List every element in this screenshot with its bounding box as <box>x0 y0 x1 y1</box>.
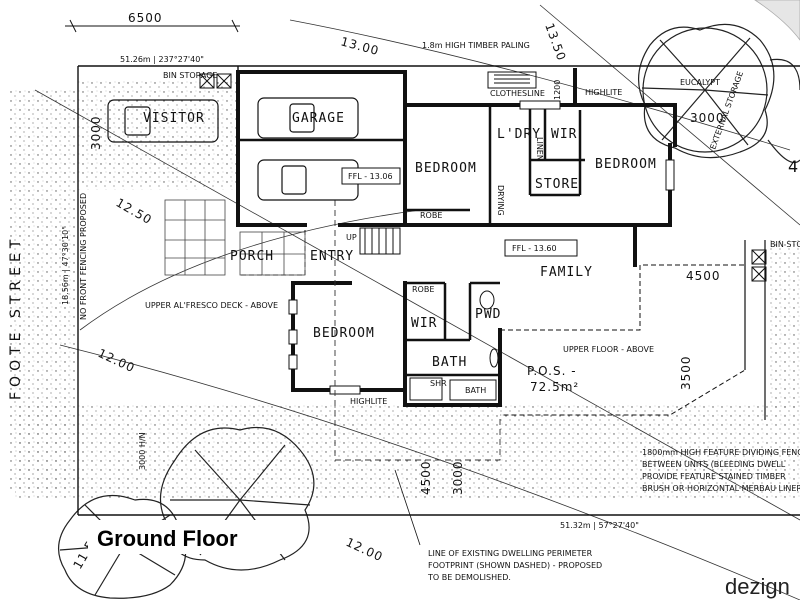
porch-paving <box>164 199 306 276</box>
car-visitor <box>107 99 219 143</box>
contour-12-00-left: 12.00 <box>96 346 138 375</box>
dwelling-note-line-1: LINE OF EXISTING DWELLING PERIMETER <box>428 549 593 558</box>
dimension-top <box>65 19 240 33</box>
street-name-label: FOOTE STREET <box>8 235 24 400</box>
unit-right-label: 4 <box>788 157 799 176</box>
dimension-4500-right: 4500 <box>686 269 721 283</box>
wir-lower-robe-label: ROBE <box>412 285 434 294</box>
shower-label: SHR <box>430 379 447 388</box>
bath-fixtures <box>409 290 499 401</box>
no-fencing-note: NO FRONT FENCING PROPOSED <box>79 193 88 320</box>
dimension-6500-label: 6500 <box>128 11 163 25</box>
car-garage-upper <box>257 97 359 139</box>
dimension-1200: 1200 <box>553 80 562 100</box>
alfresco-note: UPPER AL'FRESCO DECK - ABOVE <box>145 301 278 310</box>
clothesline <box>487 71 537 89</box>
existing-dwelling-outline <box>334 200 501 461</box>
bath-fixture-label: BATH <box>465 386 486 395</box>
stair <box>359 227 401 255</box>
contour-13-50: 13.50 <box>542 21 569 63</box>
dimension-3000-hn: 3000 H/N <box>138 432 147 470</box>
dimension-3000-bottom: 3000 <box>451 460 465 495</box>
highlite-bottom-label: HIGHLITE <box>350 397 387 406</box>
contour-lines <box>34 4 800 600</box>
eucalypt-label: EUCALYPT <box>680 78 720 87</box>
room-label-visitor: VISITOR <box>143 111 205 126</box>
contour-12-50: 12.50 <box>114 195 155 227</box>
ffl-family-label: FFL - 13.60 <box>512 244 557 253</box>
page-curl-corner <box>754 0 800 41</box>
contour-12-00-bottom: 12.00 <box>344 535 386 564</box>
linen-label: LINEN <box>535 137 544 161</box>
dimension-3000-left: 3000 <box>89 115 103 150</box>
ffl-family-box <box>504 239 578 257</box>
dwelling-note-line-3: TO BE DEMOLISHED. <box>427 573 511 582</box>
room-label-pwd: PWD <box>475 307 501 322</box>
dimension-3000-right: 3000 <box>690 111 725 125</box>
dividing-fence <box>744 240 766 420</box>
room-label-garage: GARAGE <box>292 111 345 126</box>
fence-note-line-4: BRUSH OR HORIZONTAL MERBAU LINER <box>642 484 800 493</box>
room-label-wir-upper: WIR <box>551 127 577 142</box>
room-label-bedroom-left: BEDROOM <box>415 161 477 176</box>
dwelling-note-leader <box>394 469 421 546</box>
title-backdrop <box>88 520 288 554</box>
pos-area-label: 72.5m² <box>530 380 579 394</box>
boundary-top-label: 51.26m | 237°27'40" <box>120 55 204 64</box>
room-label-bedroom-front: BEDROOM <box>313 326 375 341</box>
room-label-bath: BATH <box>432 355 467 370</box>
boundary-left-label: 18.56m | 47°30'10" <box>61 226 70 305</box>
fence-note-line-2: BETWEEN UNITS (BLEEDING DWELL <box>642 460 786 469</box>
upper-floor-note: UPPER FLOOR - ABOVE <box>563 345 654 354</box>
room-label-entry: ENTRY <box>310 249 354 264</box>
room-label-store: STORE <box>535 177 579 192</box>
stair-up-label: UP <box>346 233 357 242</box>
room-label-bedroom-right: BEDROOM <box>595 157 657 172</box>
bin-storage-right-label: BIN STO <box>770 240 800 249</box>
bin-storage-boxes <box>199 73 767 282</box>
dimension-3500: 3500 <box>679 355 693 390</box>
pos-label: P.O.S. - <box>527 364 577 378</box>
ffl-garage-box <box>341 167 401 185</box>
boundary-bottom-label: 51.32m | 57°27'40" <box>560 521 639 530</box>
robe-label: ROBE <box>420 211 442 220</box>
timber-paling-note: 1.8m HIGH TIMBER PALING <box>422 41 530 50</box>
bin-storage-label: BIN STORAGE <box>163 71 217 80</box>
room-label-porch: PORCH <box>230 249 274 264</box>
brand-logo: dezign <box>725 574 790 599</box>
fence-note-line-3: PROVIDE FEATURE STAINED TIMBER <box>642 472 786 481</box>
windows <box>288 100 675 395</box>
dimension-4500-bottom: 4500 <box>419 460 433 495</box>
room-label-family: FAMILY <box>540 265 593 280</box>
dwelling-note-line-2: FOOTPRINT (SHOWN DASHED) - PROPOSED <box>428 561 602 570</box>
room-label-wir-lower: WIR <box>411 316 437 331</box>
interior-walls <box>238 105 585 377</box>
highlite-top-label: HIGHLITE <box>585 88 622 97</box>
drawing-title: Ground Floor <box>97 526 238 551</box>
landscape-stipple <box>10 80 800 500</box>
ffl-garage-label: FFL - 13.06 <box>348 172 393 181</box>
contour-13-00: 13.00 <box>339 34 381 58</box>
clothesline-label: CLOTHESLINE <box>490 89 545 98</box>
fence-note-line-1: 1800mm HIGH FEATURE DIVIDING FENCE <box>642 448 800 457</box>
drying-label: DRYING <box>496 185 505 216</box>
room-label-laundry: L'DRY <box>497 127 541 142</box>
